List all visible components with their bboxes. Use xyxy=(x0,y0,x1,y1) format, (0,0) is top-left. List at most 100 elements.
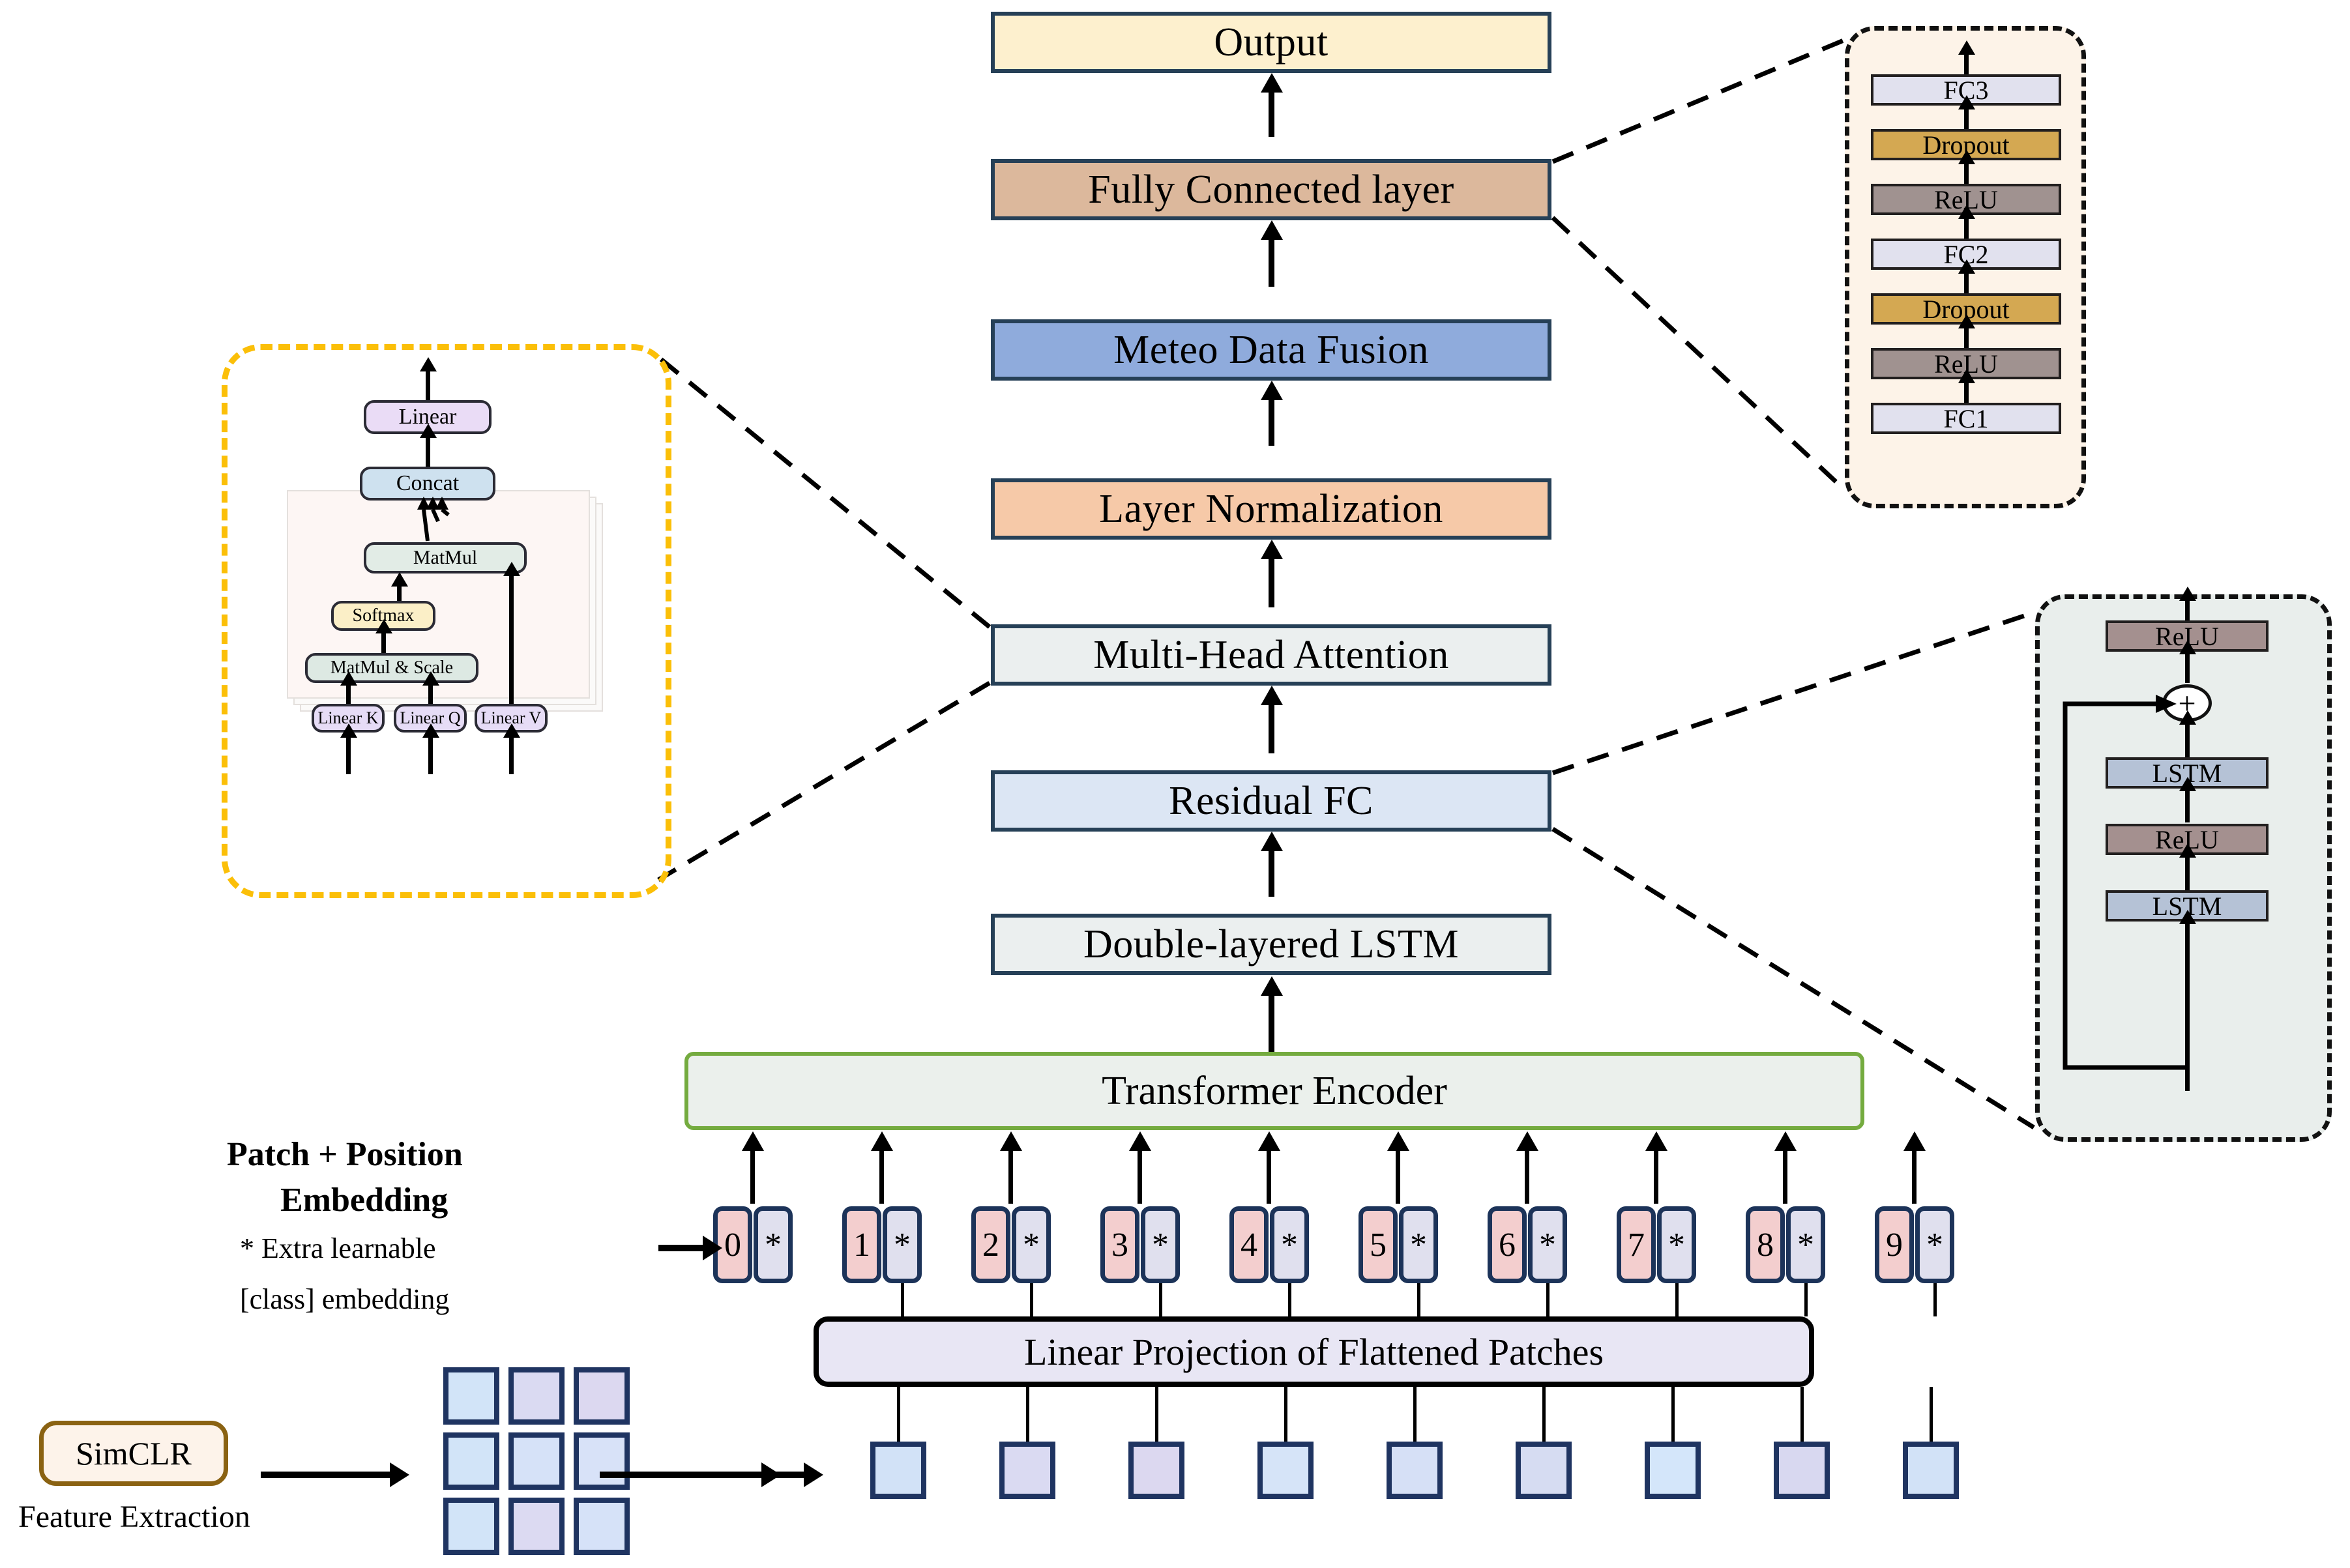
arrow-linearv-to-matmul xyxy=(509,573,514,704)
arrow-fc-detail xyxy=(1964,52,1969,74)
block-double-layered-lstm: Double-layered LSTM xyxy=(991,914,1551,975)
line-projection-to-token xyxy=(901,1283,904,1316)
token-number-7[interactable]: 7 xyxy=(1617,1206,1656,1283)
attention-detail-panel xyxy=(222,344,671,898)
line-projection-to-token xyxy=(1417,1283,1420,1316)
simclr-block: SimCLR xyxy=(39,1421,228,1486)
arrow-input-k xyxy=(346,735,351,774)
image-patch xyxy=(574,1498,630,1555)
arrow-token-to-encoder xyxy=(1912,1148,1917,1204)
token-star-label: * xyxy=(1410,1226,1427,1264)
token-number-2[interactable]: 2 xyxy=(971,1206,1010,1283)
arrow-lstm-to-residualfc xyxy=(1269,849,1274,897)
block-label: Double-layered LSTM xyxy=(1083,922,1459,966)
token-star-8[interactable]: * xyxy=(1786,1206,1825,1283)
token-number-9[interactable]: 9 xyxy=(1875,1206,1914,1283)
token-star-5[interactable]: * xyxy=(1399,1206,1438,1283)
flattened-patch xyxy=(1516,1442,1572,1499)
flattened-patch xyxy=(1257,1442,1314,1499)
block-meteo-data-fusion: Meteo Data Fusion xyxy=(991,319,1551,381)
line-projection-to-token xyxy=(1675,1283,1679,1316)
fc-detail-row-label: FC1 xyxy=(1943,403,1989,433)
image-patch xyxy=(508,1432,565,1490)
fc-detail-row-fc2: FC2 xyxy=(1871,239,2061,270)
arrow-into-tokens xyxy=(658,1245,704,1251)
arrow-concat-to-linear xyxy=(426,435,430,467)
token-star-7[interactable]: * xyxy=(1657,1206,1696,1283)
arrow-matmulscale-to-softmax xyxy=(381,631,386,653)
arrow-residual-lstm xyxy=(2185,789,2190,822)
block-output: Output xyxy=(991,12,1551,73)
token-number-8[interactable]: 8 xyxy=(1746,1206,1785,1283)
arrow-fc-detail xyxy=(1964,216,1969,239)
flattened-patch xyxy=(1774,1442,1830,1499)
token-number-4[interactable]: 4 xyxy=(1229,1206,1269,1283)
token-number-3[interactable]: 3 xyxy=(1100,1206,1139,1283)
arrow-token-to-encoder xyxy=(1654,1148,1658,1204)
arrow-token-to-encoder xyxy=(1396,1148,1400,1204)
arrow-token-to-encoder xyxy=(1267,1148,1271,1204)
arrow-meteo-to-fc xyxy=(1269,237,1274,287)
line-projection-to-token xyxy=(1933,1283,1937,1316)
token-number-label: 1 xyxy=(853,1226,870,1264)
line-projection-to-token xyxy=(1804,1283,1808,1316)
arrow-token-to-encoder xyxy=(750,1148,755,1204)
line-patch-to-projection xyxy=(1413,1387,1417,1442)
token-number-5[interactable]: 5 xyxy=(1359,1206,1398,1283)
flattened-patch xyxy=(1903,1442,1959,1499)
token-star-label: * xyxy=(765,1226,782,1264)
arrow-grid-to-strip xyxy=(600,1472,763,1478)
arrow-fc-detail xyxy=(1964,381,1969,403)
arrow-linearq-to-matmulscale xyxy=(428,683,433,704)
line-projection-to-token xyxy=(1546,1283,1550,1316)
block-label: Meteo Data Fusion xyxy=(1113,327,1429,372)
token-number-label: 4 xyxy=(1241,1226,1257,1264)
image-patch xyxy=(574,1432,630,1490)
fc-detail-row-fc1: FC1 xyxy=(1871,403,2061,434)
flattened-patch xyxy=(870,1442,926,1499)
token-star-0[interactable]: * xyxy=(754,1206,793,1283)
token-number-label: 5 xyxy=(1370,1226,1387,1264)
arrow-residual-lstm xyxy=(2185,598,2190,620)
line-patch-to-projection xyxy=(1800,1387,1804,1442)
image-patch xyxy=(443,1498,499,1555)
attention-concat-node: Concat xyxy=(360,467,495,501)
arrow-token-to-encoder xyxy=(1525,1148,1529,1204)
token-number-1[interactable]: 1 xyxy=(842,1206,881,1283)
block-multi-head-attention: Multi-Head Attention xyxy=(991,624,1551,686)
token-star-label: * xyxy=(894,1226,911,1264)
arrow-input-q xyxy=(428,735,433,774)
line-patch-to-projection xyxy=(1930,1387,1933,1442)
arrow-encoder-to-lstm xyxy=(1269,993,1274,1056)
block-label: Transformer Encoder xyxy=(1102,1068,1447,1113)
token-star-2[interactable]: * xyxy=(1012,1206,1051,1283)
simclr-label: SimCLR xyxy=(76,1435,192,1472)
arrow-attention-out xyxy=(426,369,430,400)
token-star-label: * xyxy=(1023,1226,1040,1264)
token-star-1[interactable]: * xyxy=(883,1206,922,1283)
token-star-9[interactable]: * xyxy=(1915,1206,1954,1283)
block-residual-fc: Residual FC xyxy=(991,770,1551,832)
attention-matmul-node-label: MatMul xyxy=(413,547,478,568)
arrow-residual-lstm xyxy=(2185,652,2190,683)
block-label: Fully Connected layer xyxy=(1088,167,1454,212)
flattened-patch xyxy=(999,1442,1055,1499)
arrow-input-v xyxy=(509,735,514,774)
arrow-residual-lstm xyxy=(2185,722,2190,757)
line-patch-to-projection xyxy=(1155,1387,1158,1442)
token-number-label: 2 xyxy=(982,1226,999,1264)
token-number-label: 9 xyxy=(1886,1226,1903,1264)
patch-position-embedding-title-line1: Patch + Position xyxy=(227,1136,463,1173)
block-label: Output xyxy=(1214,20,1329,65)
token-star-3[interactable]: * xyxy=(1141,1206,1180,1283)
token-star-6[interactable]: * xyxy=(1528,1206,1567,1283)
token-number-6[interactable]: 6 xyxy=(1488,1206,1527,1283)
arrow-token-to-encoder xyxy=(879,1148,884,1204)
token-star-label: * xyxy=(1152,1226,1169,1264)
arrow-token-to-encoder xyxy=(1138,1148,1142,1204)
line-projection-to-token xyxy=(1030,1283,1033,1316)
image-patch xyxy=(508,1498,565,1555)
extra-learnable-note-line2: [class] embedding xyxy=(240,1283,450,1315)
token-star-4[interactable]: * xyxy=(1270,1206,1309,1283)
